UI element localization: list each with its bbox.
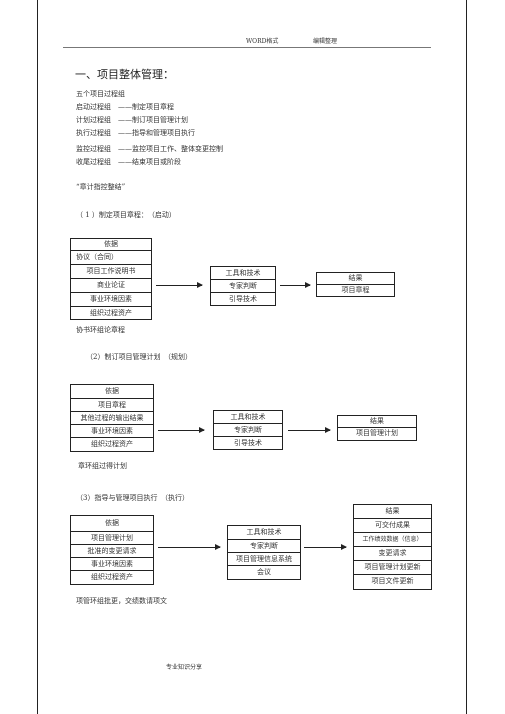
section1-arrow-2 [280, 282, 311, 288]
section1-input: 事业环境因素 [71, 293, 151, 307]
section1-heading: （ 1 ）制定项目章程： （启动） [76, 211, 176, 219]
section3-tool: 项目管理信息系统 [228, 553, 300, 566]
intro-line: 收尾过程组 ——结束项目或阶段 [76, 158, 181, 166]
section3-result: 项目文件更新 [371, 577, 414, 585]
intro-line: 执行过程组 ——指导和管理项目执行 [76, 129, 195, 137]
section2-tools-box: 工具和技术 专家判断 引导技术 [213, 410, 283, 450]
section2-input: 项目章程 [71, 399, 153, 412]
section1-input: 商业论证 [71, 279, 151, 293]
header-rule [63, 47, 431, 48]
section3-input: 事业环境因素 [71, 558, 153, 571]
section2-tools-header: 工具和技术 [214, 411, 282, 424]
section1-input: 组织过程资产 [90, 309, 132, 317]
section1-inputs-box: 依据 协议（合同） 项目工作说明书 商业论证 事业环境因素 组织过程资产 [70, 238, 152, 320]
page-left-border [37, 0, 38, 714]
section2-result: 项目管理计划 [356, 429, 398, 437]
section1-arrow-1 [156, 282, 203, 288]
section2-heading: （2）制订项目管理计划 （规划） [86, 353, 192, 361]
section3-tool: 专家判断 [228, 540, 300, 553]
section3-input: 批准的变更请求 [71, 545, 153, 558]
section2-inputs-header: 依据 [71, 385, 153, 399]
section1-results-header: 结果 [317, 273, 394, 285]
section3-note: 项管环组批更，交绩数请项文 [76, 597, 167, 605]
section3-arrow-2 [304, 544, 347, 550]
intro-line: 启动过程组 ——制定项目章程 [76, 103, 174, 111]
footer-text: 专业知识分享 [166, 664, 203, 671]
page-right-border [466, 0, 467, 714]
section1-input: 项目工作说明书 [71, 265, 151, 279]
header-right: 编辑整理 [313, 38, 338, 45]
section1-tools-header: 工具和技术 [211, 267, 275, 280]
section2-inputs-box: 依据 项目章程 其他过程的输出结果 事业环境因素 组织过程资产 [70, 384, 154, 452]
section1-note: 协书环组论章程 [76, 326, 125, 334]
intro-line: 监控过程组 ——监控项目工作、整体变更控制 [76, 145, 223, 153]
section3-arrow-1 [158, 544, 221, 550]
header-left: WORD格式 [246, 38, 279, 45]
section3-inputs-box: 依据 项目管理计划 批准的变更请求 事业环境因素 组织过程资产 [70, 515, 154, 585]
section2-results-header: 结果 [338, 416, 416, 428]
section2-tool: 专家判断 [214, 424, 282, 437]
section1-inputs-header: 依据 [71, 239, 151, 251]
section3-results-header: 结果 [354, 505, 431, 519]
section1-tool: 专家判断 [211, 280, 275, 293]
section3-tools-header: 工具和技术 [228, 526, 300, 540]
section2-arrow-1 [158, 427, 205, 433]
section3-tools-box: 工具和技术 专家判断 项目管理信息系统 会议 [227, 525, 301, 580]
section3-heading: （3）指导与管理项目执行 （执行） [76, 494, 189, 502]
section3-result: 工作绩效数据（信息） [354, 533, 431, 547]
section3-input: 组织过程资产 [91, 573, 133, 581]
intro-line: 计划过程组 ——制订项目管理计划 [76, 116, 188, 124]
section3-tool: 会议 [257, 568, 271, 576]
section2-arrow-2 [288, 427, 331, 433]
section3-inputs-header: 依据 [71, 516, 153, 532]
section1-tools-box: 工具和技术 专家判断 引导技术 [210, 266, 276, 306]
section3-input: 项目管理计划 [71, 532, 153, 545]
section3-result: 变更请求 [354, 547, 431, 561]
page-title: 一、项目整体管理： [75, 68, 174, 81]
section1-tool: 引导技术 [229, 295, 257, 303]
section2-input: 事业环境因素 [71, 425, 153, 438]
section2-input: 其他过程的输出结果 [71, 412, 153, 425]
intro-line: 五个项目过程组 [76, 90, 125, 98]
section1-input: 协议（合同） [71, 251, 151, 265]
section2-tool: 引导技术 [234, 439, 262, 447]
section3-results-box: 结果 可交付成果 工作绩效数据（信息） 变更请求 项目管理计划更新 项目文件更新 [353, 504, 432, 590]
section1-results-box: 结果 项目章程 [316, 272, 395, 297]
section2-note: 章环组过得计划 [78, 462, 127, 470]
section1-result: 项目章程 [341, 286, 370, 294]
section3-result: 可交付成果 [354, 519, 431, 533]
mnemonic: “章计指控整结” [76, 183, 126, 191]
section2-results-box: 结果 项目管理计划 [337, 415, 417, 441]
section3-result: 项目管理计划更新 [354, 561, 431, 575]
section2-input: 组织过程资产 [91, 440, 133, 448]
